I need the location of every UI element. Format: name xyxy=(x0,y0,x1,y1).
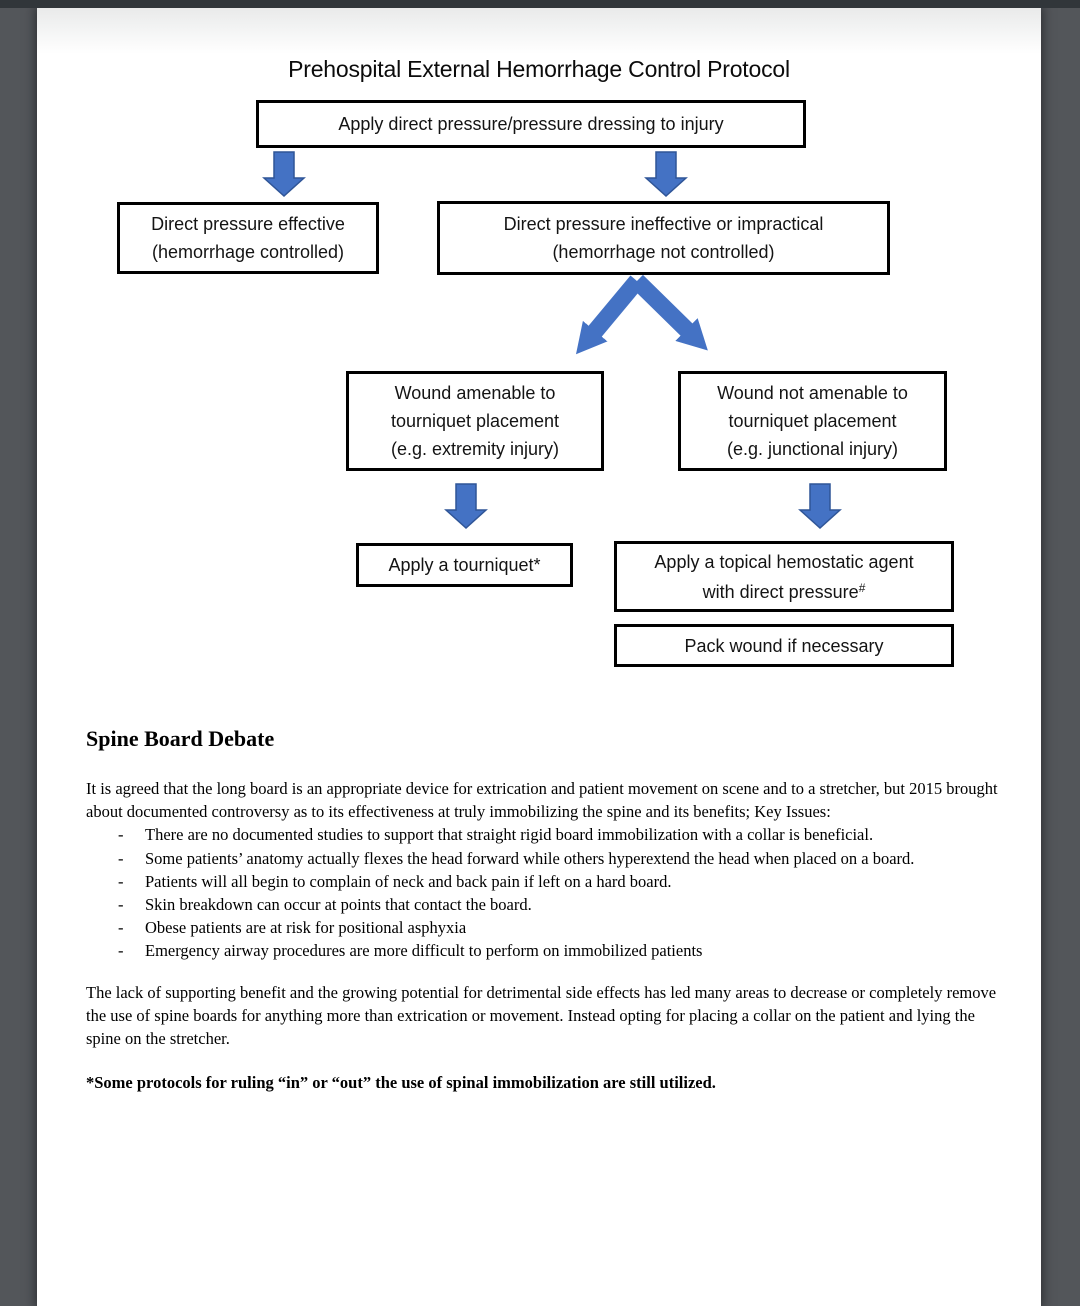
list-item: - Emergency airway procedures are more d… xyxy=(86,939,1002,962)
bullet-dash: - xyxy=(118,825,124,845)
box-text: (e.g. junctional injury) xyxy=(726,439,899,459)
list-item: - Some patients’ anatomy actually flexes… xyxy=(86,847,1002,870)
flowchart-box-pressure-effective: Direct pressure effective (hemorrhage co… xyxy=(117,202,379,274)
box-text: (hemorrhage not controlled) xyxy=(552,242,775,262)
document-page: Prehospital External Hemorrhage Control … xyxy=(37,8,1041,1306)
box-text: with direct pressure# xyxy=(702,580,866,602)
key-issues-list: - There are no documented studies to sup… xyxy=(86,823,1002,962)
list-item-text: Skin breakdown can occur at points that … xyxy=(145,895,532,915)
closing-paragraph: The lack of supporting benefit and the g… xyxy=(86,982,997,1049)
box-text: (hemorrhage controlled) xyxy=(151,242,345,262)
box-text: tourniquet placement xyxy=(390,411,560,431)
flowchart-box-pack-wound: Pack wound if necessary xyxy=(614,624,954,667)
bullet-dash: - xyxy=(118,918,124,938)
flowchart-box-hemostatic-agent: Apply a topical hemostatic agent with di… xyxy=(614,541,954,612)
list-item: - Patients will all begin to complain of… xyxy=(86,870,1002,893)
down-arrow-icon xyxy=(444,483,488,530)
flow-arrows xyxy=(262,151,842,530)
box-text: Pack wound if necessary xyxy=(684,635,884,656)
box-text: Apply a tourniquet* xyxy=(388,555,541,575)
bullet-dash: - xyxy=(118,895,124,915)
down-arrow-icon xyxy=(644,151,688,198)
branch-right-arrow-icon xyxy=(631,274,708,351)
box-text: Direct pressure effective xyxy=(151,214,345,234)
down-arrow-icon xyxy=(798,483,842,530)
bullet-dash: - xyxy=(118,848,124,868)
flowchart-box-apply-tourniquet: Apply a tourniquet* xyxy=(356,543,573,587)
list-item-text: Patients will all begin to complain of n… xyxy=(145,871,672,891)
bullet-dash: - xyxy=(118,941,124,961)
flowchart-title: Prehospital External Hemorrhage Control … xyxy=(288,56,790,82)
footnote-text: *Some protocols for ruling “in” or “out”… xyxy=(86,1073,716,1093)
list-item-text: There are no documented studies to suppo… xyxy=(145,825,874,845)
viewer-right-gutter xyxy=(1041,8,1080,1306)
list-item-text: Some patients’ anatomy actually flexes t… xyxy=(145,848,915,868)
box-text: (e.g. extremity injury) xyxy=(390,439,560,459)
box-text: tourniquet placement xyxy=(728,411,897,431)
box-text: Wound amenable to xyxy=(394,383,556,403)
list-item: - Obese patients are at risk for positio… xyxy=(86,916,1002,939)
list-item: - Skin breakdown can occur at points tha… xyxy=(86,893,1002,916)
spine-board-section: Spine Board Debate It is agreed that the… xyxy=(86,726,1002,1094)
list-item-text: Obese patients are at risk for positiona… xyxy=(145,918,467,938)
box-text: Apply a topical hemostatic agent xyxy=(654,551,914,572)
down-arrow-icon xyxy=(262,151,306,198)
box-text: Direct pressure ineffective or impractic… xyxy=(503,214,824,234)
list-item-text: Emergency airway procedures are more dif… xyxy=(145,941,703,961)
flowchart-box-wound-not-amenable: Wound not amenable to tourniquet placeme… xyxy=(678,371,947,471)
viewer-left-gutter xyxy=(0,8,37,1306)
superscript-hash: # xyxy=(858,580,866,595)
flowchart-box-wound-amenable: Wound amenable to tourniquet placement (… xyxy=(346,371,604,471)
list-item: - There are no documented studies to sup… xyxy=(86,823,1002,846)
box-text: Apply direct pressure/pressure dressing … xyxy=(338,114,724,134)
branch-left-arrow-icon xyxy=(575,275,644,355)
flowchart-box-pressure-ineffective: Direct pressure ineffective or impractic… xyxy=(437,201,890,275)
bullet-dash: - xyxy=(118,871,124,891)
section-heading: Spine Board Debate xyxy=(86,726,275,751)
viewer-top-bar xyxy=(0,0,1080,8)
flowchart-box-apply-pressure: Apply direct pressure/pressure dressing … xyxy=(256,100,806,148)
intro-paragraph: It is agreed that the long board is an a… xyxy=(86,779,998,822)
box-text: Wound not amenable to xyxy=(717,383,908,403)
